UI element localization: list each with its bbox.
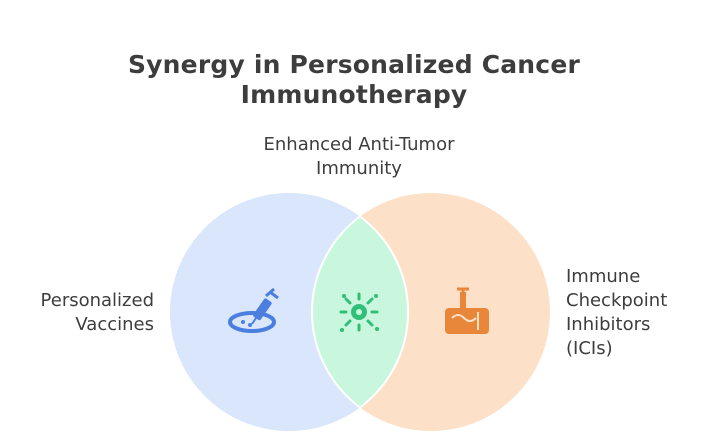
title-line-1: Synergy in Personalized Cancer	[127, 50, 581, 79]
right-label-line-4: (ICIs)	[566, 338, 613, 359]
hand-injection-icon	[445, 287, 489, 334]
left-label-line-1: Personalized	[40, 290, 154, 311]
right-label-line-3: Inhibitors	[566, 314, 651, 335]
right-set-label: Immune Checkpoint Inhibitors (ICIs)	[566, 265, 706, 361]
title-line-2: Immunotherapy	[240, 80, 468, 109]
virus-immune-cell-icon	[339, 292, 379, 332]
diagram-title: Synergy in Personalized Cancer Immunothe…	[0, 50, 708, 110]
overlap-region	[312, 193, 408, 431]
left-label-line-2: Vaccines	[75, 314, 154, 335]
overlap-outline	[311, 215, 409, 409]
overlap-label-line-1: Enhanced Anti-Tumor	[263, 134, 455, 155]
right-label-line-2: Checkpoint	[566, 290, 668, 311]
right-label-line-1: Immune	[566, 266, 641, 287]
vaccine-syringe-icon	[228, 287, 279, 333]
overlap-label-line-2: Immunity	[316, 158, 402, 179]
left-set-label: Personalized Vaccines	[0, 289, 154, 337]
overlap-label: Enhanced Anti-Tumor Immunity	[204, 133, 514, 181]
